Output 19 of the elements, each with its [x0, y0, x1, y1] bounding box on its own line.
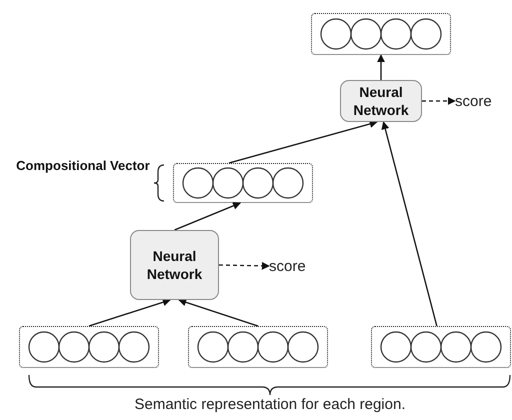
arrow	[381, 121, 438, 326]
vector-box	[311, 13, 451, 55]
vector-label: Compositional Vector	[15, 157, 151, 175]
arrow	[88, 298, 171, 327]
caption-text: Semantic representation for each region.	[134, 396, 406, 413]
vector-box	[19, 326, 159, 368]
dashed-arrow	[218, 262, 270, 270]
arrow	[174, 202, 241, 231]
arrow	[377, 54, 385, 80]
vector-box	[188, 326, 328, 368]
arrow	[178, 298, 258, 327]
dashed-arrow	[422, 97, 456, 105]
output-label: score	[455, 92, 492, 110]
process-box: Neural Network	[340, 80, 422, 122]
output-label: score	[269, 258, 306, 274]
vector-box	[371, 326, 511, 368]
arrow	[228, 120, 378, 164]
process-box: Neural Network	[130, 230, 219, 300]
vector-box	[173, 163, 313, 203]
